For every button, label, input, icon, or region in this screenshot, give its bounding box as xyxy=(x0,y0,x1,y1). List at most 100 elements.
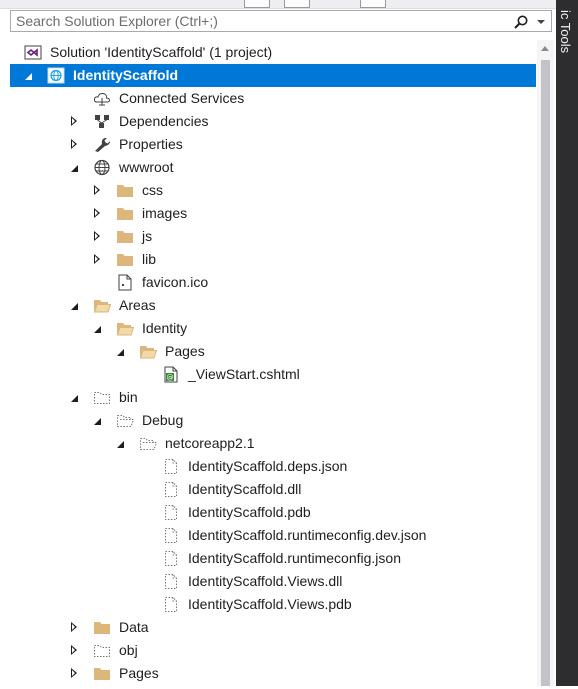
tree-item[interactable]: Pages xyxy=(10,662,536,685)
tree-item[interactable]: IdentityScaffold.Views.pdb xyxy=(10,593,536,616)
tree-item-label: Solution 'IdentityScaffold' (1 project) xyxy=(50,44,273,60)
vertical-scrollbar[interactable] xyxy=(537,40,554,686)
collapse-arrow-icon[interactable] xyxy=(113,432,129,455)
dependencies-icon xyxy=(93,113,111,130)
arrow-glyph xyxy=(94,254,100,264)
tree-item[interactable]: Pages xyxy=(10,340,536,363)
tree-item[interactable]: favicon.ico xyxy=(10,271,536,294)
folder-dashed-open-icon xyxy=(116,412,135,429)
side-tool-tab[interactable]: ic Tools xyxy=(556,0,578,686)
folder-dashed-icon xyxy=(93,642,111,659)
tree-item[interactable]: @ _ViewStart.cshtml xyxy=(10,363,536,386)
file-dashed-icon xyxy=(162,550,180,567)
tree-item[interactable]: Debug xyxy=(10,409,536,432)
expand-arrow-icon[interactable] xyxy=(90,179,106,202)
tree-item-label: css xyxy=(142,182,163,198)
arrow-glyph xyxy=(25,73,32,80)
expand-arrow-icon[interactable] xyxy=(67,110,83,133)
tree-item-label: Properties xyxy=(119,136,183,152)
tree-item-label: favicon.ico xyxy=(142,274,209,290)
collapse-arrow-icon[interactable] xyxy=(113,340,129,363)
tree-item-label: Pages xyxy=(119,665,159,681)
tree-item[interactable]: Data xyxy=(10,616,536,639)
folder-icon xyxy=(116,251,134,268)
collapse-arrow-icon[interactable] xyxy=(21,64,37,87)
arrow-glyph xyxy=(71,668,77,678)
collapse-arrow-icon[interactable] xyxy=(67,386,83,409)
tree-item-label: _ViewStart.cshtml xyxy=(188,366,300,382)
search-icon[interactable] xyxy=(513,14,529,30)
vs-solution-icon xyxy=(24,44,42,61)
tree-item[interactable]: Properties xyxy=(10,133,536,156)
tree-item-label: IdentityScaffold.runtimeconfig.dev.json xyxy=(188,527,427,543)
scrollbar-thumb[interactable] xyxy=(541,60,550,686)
tree-item[interactable]: IdentityScaffold.dll xyxy=(10,478,536,501)
arrow-glyph xyxy=(71,622,77,632)
folder-open-icon xyxy=(93,297,112,314)
arrow-glyph xyxy=(71,645,77,655)
tree-item-label: Debug xyxy=(142,412,184,428)
tree-item[interactable]: IdentityScaffold.Views.dll xyxy=(10,570,536,593)
tree-item[interactable]: lib xyxy=(10,248,536,271)
tree-item[interactable]: js xyxy=(10,225,536,248)
tree-item[interactable]: bin xyxy=(10,386,536,409)
arrow-glyph xyxy=(71,116,77,126)
expand-arrow-icon[interactable] xyxy=(67,662,83,685)
tree-item-label: IdentityScaffold xyxy=(73,67,179,83)
toolbar-button[interactable] xyxy=(244,0,270,8)
tree-item[interactable]: obj xyxy=(10,639,536,662)
arrow-glyph xyxy=(94,185,100,195)
expand-arrow-icon[interactable] xyxy=(90,202,106,225)
tree-item[interactable]: Dependencies xyxy=(10,110,536,133)
expand-arrow-icon[interactable] xyxy=(67,639,83,662)
collapse-arrow-icon[interactable] xyxy=(67,156,83,179)
toolbar-button[interactable] xyxy=(284,0,310,8)
expand-arrow-icon[interactable] xyxy=(67,616,83,639)
tree-item-label: Connected Services xyxy=(119,90,245,106)
file-dashed-icon xyxy=(162,504,180,521)
tree-item[interactable]: css xyxy=(10,179,536,202)
folder-icon xyxy=(93,665,111,682)
tree-item[interactable]: IdentityScaffold.pdb xyxy=(10,501,536,524)
tree-item[interactable]: Identity xyxy=(10,317,536,340)
toolbar-button[interactable] xyxy=(360,0,386,8)
tree-item[interactable]: IdentityScaffold.runtimeconfig.json xyxy=(10,547,536,570)
tree-item[interactable]: Solution 'IdentityScaffold' (1 project) xyxy=(10,41,536,64)
tree-item-label: Data xyxy=(119,619,149,635)
expand-arrow-icon[interactable] xyxy=(67,133,83,156)
tree-item-label: images xyxy=(142,205,188,221)
tree-item[interactable]: wwwroot xyxy=(10,156,536,179)
tree-item[interactable]: Areas xyxy=(10,294,536,317)
tree-item[interactable]: Connected Services xyxy=(10,87,536,110)
collapse-arrow-icon[interactable] xyxy=(90,409,106,432)
globe-icon xyxy=(93,159,111,176)
expand-arrow-icon[interactable] xyxy=(90,248,106,271)
tree-item-label: IdentityScaffold.Views.pdb xyxy=(188,596,352,612)
arrow-glyph xyxy=(117,441,124,448)
cshtml-file-icon: @ xyxy=(162,366,180,383)
file-dashed-icon xyxy=(162,458,180,475)
tree-item[interactable]: IdentityScaffold.runtimeconfig.dev.json xyxy=(10,524,536,547)
collapse-arrow-icon[interactable] xyxy=(67,294,83,317)
tree-item[interactable]: images xyxy=(10,202,536,225)
collapse-arrow-icon[interactable] xyxy=(90,317,106,340)
search-input[interactable] xyxy=(16,13,506,29)
folder-icon xyxy=(116,205,134,222)
folder-open-icon xyxy=(116,320,135,337)
web-project-icon xyxy=(47,67,65,84)
search-options-chevron-icon[interactable] xyxy=(537,20,545,24)
tree-item-label: lib xyxy=(142,251,157,267)
tree-item-label: Identity xyxy=(142,320,188,336)
arrow-glyph xyxy=(117,349,124,356)
folder-icon xyxy=(93,619,111,636)
tree-item[interactable]: IdentityScaffold.deps.json xyxy=(10,455,536,478)
scroll-up-arrow-icon[interactable] xyxy=(541,46,549,51)
ico-file-icon xyxy=(116,274,134,291)
tree-item-label: Areas xyxy=(119,297,156,313)
expand-arrow-icon[interactable] xyxy=(90,225,106,248)
search-box xyxy=(10,10,552,32)
tree-item[interactable]: netcoreapp2.1 xyxy=(10,432,536,455)
tree-item[interactable]: IdentityScaffold xyxy=(10,64,536,87)
folder-dashed-open-icon xyxy=(139,435,158,452)
tree-item-label: js xyxy=(142,228,153,244)
